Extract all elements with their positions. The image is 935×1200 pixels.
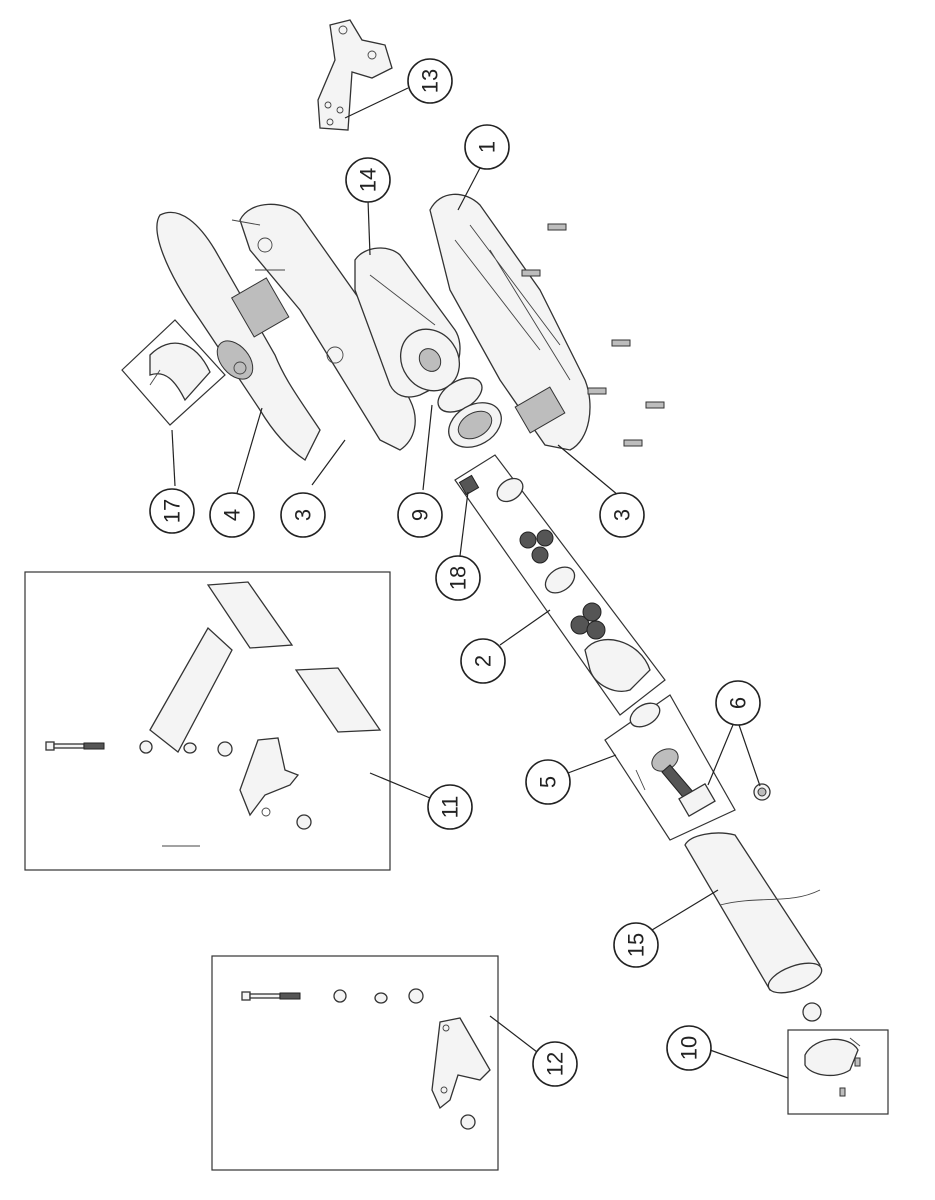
callout-12: 12 [532, 1041, 578, 1087]
callout-3-right: 3 [599, 492, 645, 538]
svg-text:14: 14 [356, 168, 381, 192]
screw-set-right [521, 223, 665, 447]
part-11-mounting-kit [24, 571, 391, 871]
svg-text:3: 3 [291, 509, 316, 521]
part-4-handle-cover [156, 211, 321, 461]
svg-text:2: 2 [471, 655, 496, 667]
part-2-gear-train [454, 454, 666, 716]
part-10-end-cap [787, 1002, 889, 1115]
leader-lines [171, 87, 789, 1079]
callout-10: 10 [666, 1025, 712, 1071]
svg-text:1: 1 [475, 141, 500, 153]
svg-text:17: 17 [160, 499, 185, 523]
part-9-seal-ring [437, 377, 502, 448]
svg-text:18: 18 [446, 566, 471, 590]
svg-text:15: 15 [624, 933, 649, 957]
svg-text:4: 4 [220, 509, 245, 521]
svg-text:9: 9 [408, 509, 433, 521]
part-3-housing-left [230, 203, 416, 451]
part-6-bushing [753, 783, 771, 801]
callout-5: 5 [525, 759, 571, 805]
part-18-small-gear [458, 474, 480, 496]
bolt-12 [241, 991, 301, 1001]
svg-text:13: 13 [418, 69, 443, 93]
svg-text:6: 6 [726, 697, 751, 709]
callout-18: 18 [435, 555, 481, 601]
callout-14: 14 [345, 157, 391, 203]
callout-1: 1 [464, 124, 510, 170]
svg-text:5: 5 [536, 776, 561, 788]
callout-15: 15 [613, 922, 659, 968]
part-12-mounting-kit [211, 955, 499, 1171]
part-1-housing-right [429, 193, 591, 451]
bolt-11 [45, 741, 105, 751]
callout-6: 6 [715, 680, 761, 726]
part-13-bracket [317, 19, 393, 131]
svg-text:12: 12 [543, 1052, 568, 1076]
part-17-cover-detail [121, 319, 226, 426]
part-14-motor [354, 247, 461, 398]
svg-text:3: 3 [610, 509, 635, 521]
part-5-coupling [604, 694, 736, 841]
callout-13: 13 [407, 58, 453, 104]
callout-9: 9 [397, 492, 443, 538]
callout-4: 4 [209, 492, 255, 538]
callout-2: 2 [460, 638, 506, 684]
svg-text:10: 10 [677, 1036, 702, 1060]
part-15-tube [684, 832, 823, 994]
svg-text:11: 11 [438, 796, 463, 819]
callout-3-left: 3 [280, 492, 326, 538]
callout-17: 17 [149, 488, 195, 534]
callout-11: 11 [427, 784, 473, 830]
